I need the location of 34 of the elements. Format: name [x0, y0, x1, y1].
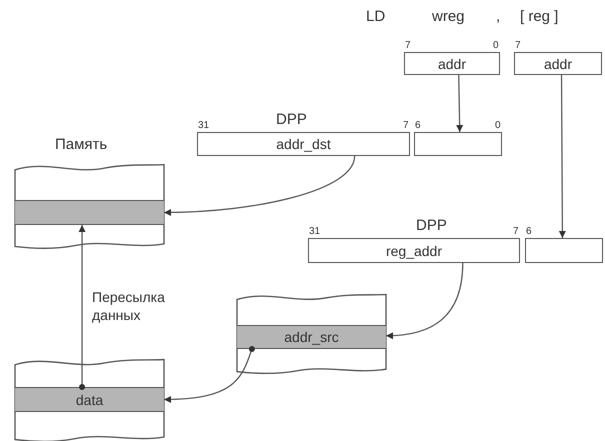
memory-block: [15, 357, 164, 441]
instruction-text: [ reg ]: [520, 8, 558, 25]
bit-number: 7: [405, 41, 411, 51]
bit-number: 6: [415, 121, 421, 131]
register-name: DPP: [276, 111, 307, 128]
instruction-text: LD: [366, 8, 386, 25]
memory-cell: [15, 200, 164, 225]
bit-number: 0: [493, 41, 499, 51]
arrow: [456, 74, 464, 132]
bit-number: 7: [513, 227, 519, 237]
field-label: addr_dst: [276, 136, 331, 152]
instruction-text: ,: [496, 8, 500, 25]
register-field: [525, 238, 603, 263]
register-name: DPP: [416, 217, 447, 234]
bit-number: 31: [198, 121, 210, 131]
bit-number: 6: [526, 227, 532, 237]
arrow: [164, 156, 356, 216]
memory-title: Память: [55, 136, 108, 153]
bit-number: 7: [403, 121, 409, 131]
bit-number: 0: [495, 121, 501, 131]
bit-number: 31: [309, 227, 320, 237]
instruction-text: wreg: [432, 8, 465, 25]
arrow: [78, 225, 86, 390]
register-field: addr: [404, 52, 500, 75]
arrow: [386, 262, 464, 340]
register-field: [414, 132, 502, 156]
field-label: reg_addr: [386, 242, 442, 258]
arrow: [558, 75, 566, 238]
arrow: [164, 346, 255, 403]
memory-cell: addr_src: [237, 325, 386, 349]
register-field: addr: [514, 52, 602, 75]
memory-cell: data: [15, 387, 164, 412]
bit-number: 7: [515, 41, 521, 51]
memory-block: [237, 292, 386, 375]
